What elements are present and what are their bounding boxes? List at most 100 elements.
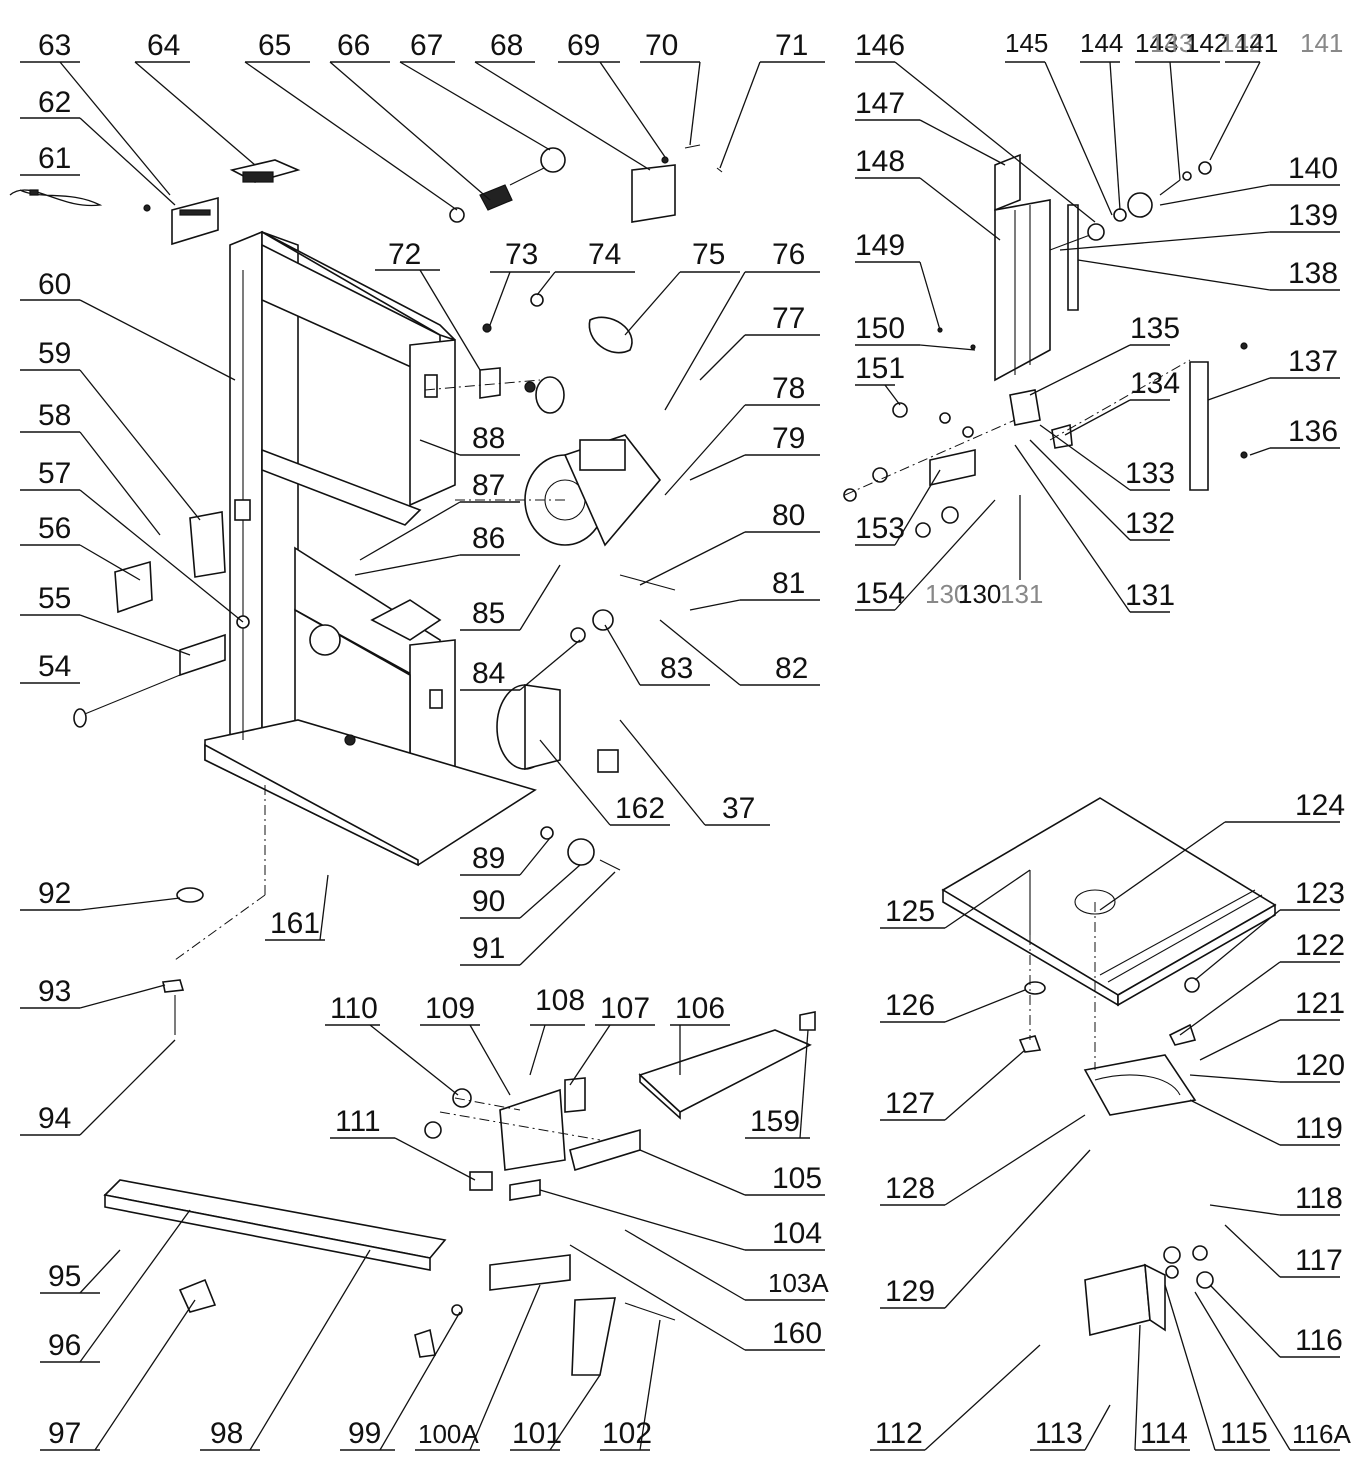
callout-leaders	[20, 61, 1340, 1451]
label-58: 58	[38, 399, 71, 432]
label-71: 71	[775, 29, 808, 62]
label-139: 139	[1288, 199, 1338, 232]
label-110: 110	[330, 992, 378, 1025]
label-96: 96	[48, 1329, 81, 1362]
label-78: 78	[772, 372, 805, 405]
label-72: 72	[388, 238, 421, 271]
label-67: 67	[410, 29, 443, 62]
label-130-ghost: 130	[925, 579, 968, 609]
label-153: 153	[855, 512, 905, 545]
label-55: 55	[38, 582, 71, 615]
label-134: 134	[1130, 367, 1180, 400]
label-126: 126	[885, 989, 935, 1022]
label-127: 127	[885, 1087, 935, 1120]
label-61: 61	[38, 142, 71, 175]
label-99: 99	[348, 1417, 381, 1450]
label-63: 63	[38, 29, 71, 62]
label-159: 159	[750, 1105, 800, 1138]
label-74: 74	[588, 238, 621, 271]
label-82: 82	[775, 652, 808, 685]
label-65: 65	[258, 29, 291, 62]
label-81: 81	[772, 567, 805, 600]
label-160: 160	[772, 1317, 822, 1350]
label-84: 84	[472, 657, 505, 690]
label-141-ghost: 141	[1300, 28, 1343, 58]
label-151: 151	[855, 352, 905, 385]
label-76: 76	[772, 238, 805, 271]
label-101: 101	[512, 1417, 562, 1450]
rip-fence-assembly	[103, 1011, 816, 1376]
label-107: 107	[600, 992, 650, 1025]
label-119: 119	[1295, 1112, 1343, 1145]
label-83: 83	[660, 652, 693, 685]
label-145: 145	[1005, 28, 1048, 58]
label-105: 105	[772, 1162, 822, 1195]
label-130: 130	[958, 579, 1001, 609]
label-37: 37	[722, 792, 755, 825]
label-57: 57	[38, 457, 71, 490]
label-113: 113	[1035, 1417, 1083, 1450]
label-143-ghost: 143	[1150, 28, 1193, 58]
label-123: 123	[1295, 877, 1345, 910]
label-116: 116	[1295, 1324, 1343, 1357]
label-162: 162	[615, 792, 665, 825]
label-109: 109	[425, 992, 475, 1025]
label-77: 77	[772, 302, 805, 335]
label-54: 54	[38, 650, 71, 683]
label-60: 60	[38, 268, 71, 301]
label-90: 90	[472, 885, 505, 918]
label-97: 97	[48, 1417, 81, 1450]
label-121: 121	[1295, 987, 1345, 1020]
label-150: 150	[855, 312, 905, 345]
label-70: 70	[645, 29, 678, 62]
label-138: 138	[1288, 257, 1338, 290]
label-88: 88	[472, 422, 505, 455]
label-93: 93	[38, 975, 71, 1008]
label-140: 140	[1288, 152, 1338, 185]
label-124: 124	[1295, 789, 1345, 822]
label-111: 111	[335, 1105, 381, 1138]
label-161: 161	[270, 907, 320, 940]
guide-post-assembly	[843, 153, 1248, 538]
label-56: 56	[38, 512, 71, 545]
label-86: 86	[472, 522, 505, 555]
cord-and-switch-parts	[9, 144, 723, 246]
label-98: 98	[210, 1417, 243, 1450]
label-108: 108	[535, 984, 585, 1017]
label-117: 117	[1295, 1244, 1343, 1277]
label-128: 128	[885, 1172, 935, 1205]
label-106: 106	[675, 992, 725, 1025]
table-assembly	[941, 797, 1277, 1337]
label-102: 102	[602, 1417, 652, 1450]
label-59: 59	[38, 337, 71, 370]
label-64: 64	[147, 29, 180, 62]
label-73: 73	[505, 238, 538, 271]
label-135: 135	[1130, 312, 1180, 345]
label-142: 142	[1185, 28, 1228, 58]
label-132: 132	[1125, 507, 1175, 540]
label-149: 149	[855, 229, 905, 262]
label-116A: 116A	[1292, 1419, 1351, 1449]
label-85: 85	[472, 597, 505, 630]
label-125: 125	[885, 895, 935, 928]
label-131: 131	[1125, 579, 1175, 612]
label-66: 66	[337, 29, 370, 62]
label-89: 89	[472, 842, 505, 875]
label-104: 104	[772, 1217, 822, 1250]
label-80: 80	[772, 499, 805, 532]
label-136: 136	[1288, 415, 1338, 448]
label-100A: 100A	[418, 1419, 479, 1449]
label-144: 144	[1080, 28, 1123, 58]
label-87: 87	[472, 469, 505, 502]
label-115: 115	[1220, 1417, 1268, 1450]
label-129: 129	[885, 1275, 935, 1308]
part-number-labels: 63 64 65 66 67 68 69 70 71 62 61 60 59 5…	[38, 28, 1351, 1450]
label-131-ghost: 131	[1000, 579, 1043, 609]
label-147: 147	[855, 87, 905, 120]
label-91: 91	[472, 932, 505, 965]
label-142-ghost: 142	[1220, 28, 1263, 58]
label-122: 122	[1295, 929, 1345, 962]
label-62: 62	[38, 86, 71, 119]
guide-and-bracket-parts	[73, 511, 250, 1035]
